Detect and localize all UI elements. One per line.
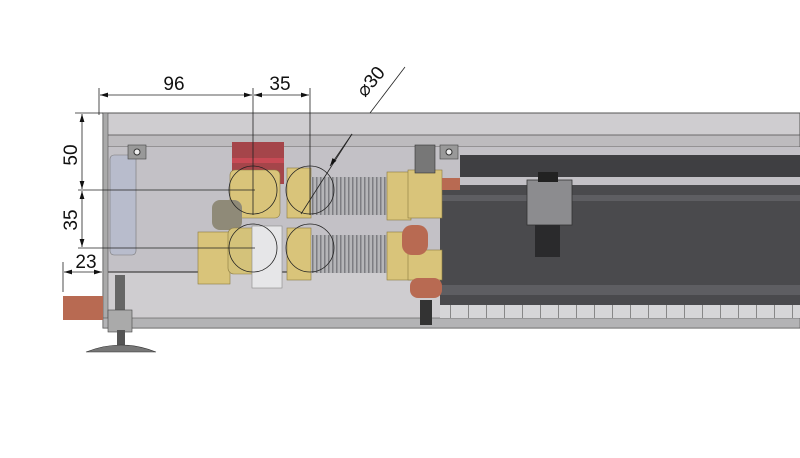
mounting-clip: [127, 144, 147, 160]
copper-pipe: [63, 296, 103, 320]
dimension-diameter-30: ⌀30: [353, 63, 390, 101]
flexible-hose: [311, 235, 389, 273]
heat-exchanger: [440, 155, 800, 318]
dimension-35-horizontal: 35: [269, 74, 290, 95]
end-cap-panel: [109, 154, 137, 256]
flexible-hose: [311, 177, 389, 215]
dimension-96: 96: [163, 74, 184, 95]
grille-strip: [440, 305, 800, 318]
dimension-35-vertical: 35: [61, 209, 82, 230]
fan-box: [526, 179, 573, 226]
adjustable-foot: [85, 275, 157, 353]
dimension-23: 23: [75, 252, 96, 273]
vent-valve: [414, 144, 436, 174]
dimension-lines: [62, 66, 406, 292]
valve-assembly: [197, 142, 460, 325]
mounting-clip: [439, 144, 459, 160]
dimension-50: 50: [61, 144, 82, 165]
